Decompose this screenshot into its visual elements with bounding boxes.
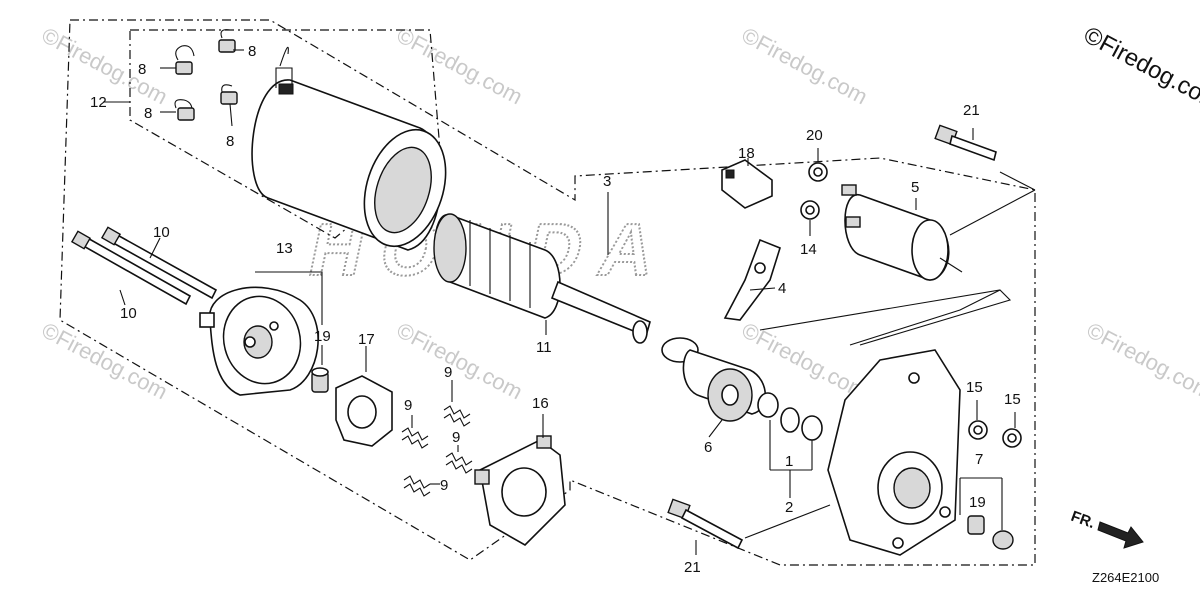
label-part-4: 4 bbox=[778, 280, 786, 297]
front-bracket bbox=[827, 349, 961, 556]
label-part-15: 15 bbox=[1004, 391, 1021, 408]
shift-lever bbox=[723, 238, 781, 321]
label-part-9: 9 bbox=[444, 364, 452, 381]
label-part-12: 12 bbox=[90, 94, 107, 111]
label-part-20: 20 bbox=[806, 127, 823, 144]
bushing-right bbox=[967, 515, 985, 535]
yoke-housing bbox=[251, 46, 447, 251]
rear-cover bbox=[199, 286, 319, 396]
watermark-tile: ©Firedog.com bbox=[738, 22, 872, 109]
label-part-3: 3 bbox=[603, 173, 611, 190]
label-part-6: 6 bbox=[704, 439, 712, 456]
label-part-11: 11 bbox=[536, 339, 552, 356]
solenoid bbox=[841, 184, 963, 281]
brush-8-b bbox=[218, 29, 236, 53]
label-part-16: 16 bbox=[532, 395, 549, 412]
nut-20 bbox=[808, 162, 828, 182]
label-part-8: 8 bbox=[248, 43, 256, 60]
leader-lines bbox=[103, 49, 1036, 555]
springs bbox=[401, 405, 473, 497]
brush-8-a bbox=[175, 45, 195, 75]
label-part-10: 10 bbox=[120, 305, 137, 322]
spring-9-d bbox=[403, 475, 431, 497]
nut-15-left bbox=[968, 420, 988, 440]
label-part-9: 9 bbox=[404, 397, 412, 414]
brush-8-c bbox=[174, 99, 195, 121]
label-part-18: 18 bbox=[738, 145, 755, 162]
bolt-21-bottom bbox=[667, 498, 744, 550]
label-part-8: 8 bbox=[138, 61, 146, 78]
label-part-19: 19 bbox=[969, 494, 986, 511]
brush-holder bbox=[474, 435, 566, 546]
fr-label: FR. bbox=[1069, 508, 1098, 532]
spring-9-c bbox=[445, 452, 473, 474]
label-part-17: 17 bbox=[358, 331, 375, 348]
brush-holder-assembly bbox=[174, 29, 238, 121]
label-part-19: 19 bbox=[314, 328, 331, 345]
label-part-1: 1 bbox=[785, 453, 793, 470]
brush-plate bbox=[335, 375, 393, 447]
watermark-tile: ©Firedog.com bbox=[38, 317, 172, 404]
brush-8-d bbox=[220, 84, 238, 105]
label-part-8: 8 bbox=[226, 133, 234, 150]
label-part-21: 21 bbox=[963, 102, 980, 119]
spring-9-b bbox=[443, 405, 471, 427]
washers bbox=[757, 392, 823, 441]
label-part-7: 7 bbox=[975, 451, 983, 468]
spring-9-a bbox=[401, 427, 429, 449]
watermark-tile: ©Firedog.com bbox=[393, 22, 527, 109]
bolt-21-top bbox=[934, 124, 997, 162]
front-direction-indicator: FR. bbox=[1069, 508, 1144, 549]
label-part-21: 21 bbox=[684, 559, 701, 576]
watermark-corner: ©Firedog.com bbox=[1079, 21, 1200, 116]
diagram-code: Z264E2100 bbox=[1092, 570, 1159, 585]
label-part-13: 13 bbox=[276, 240, 293, 257]
label-part-9: 9 bbox=[452, 429, 460, 446]
pinion-clutch bbox=[661, 337, 766, 422]
watermark-tile: ©Firedog.com bbox=[1083, 317, 1200, 404]
armature bbox=[433, 213, 651, 344]
label-part-15: 15 bbox=[966, 379, 983, 396]
nut-14 bbox=[800, 200, 820, 220]
label-part-14: 14 bbox=[800, 241, 817, 258]
label-part-9: 9 bbox=[440, 477, 448, 494]
label-part-8: 8 bbox=[144, 105, 152, 122]
bushing-left bbox=[311, 367, 329, 393]
watermark-tile: ©Firedog.com bbox=[393, 317, 527, 404]
part-labels: 12 8 8 8 8 10 10 13 19 17 9 9 9 9 16 11 … bbox=[90, 43, 1021, 576]
cap-7 bbox=[992, 530, 1014, 550]
label-part-2: 2 bbox=[785, 499, 793, 516]
label-part-10: 10 bbox=[153, 224, 170, 241]
through-bolts bbox=[70, 226, 218, 306]
lever-holder bbox=[721, 159, 773, 209]
assembly-boundary bbox=[59, 19, 1036, 566]
label-part-5: 5 bbox=[911, 179, 919, 196]
nut-15-right bbox=[1002, 428, 1022, 448]
